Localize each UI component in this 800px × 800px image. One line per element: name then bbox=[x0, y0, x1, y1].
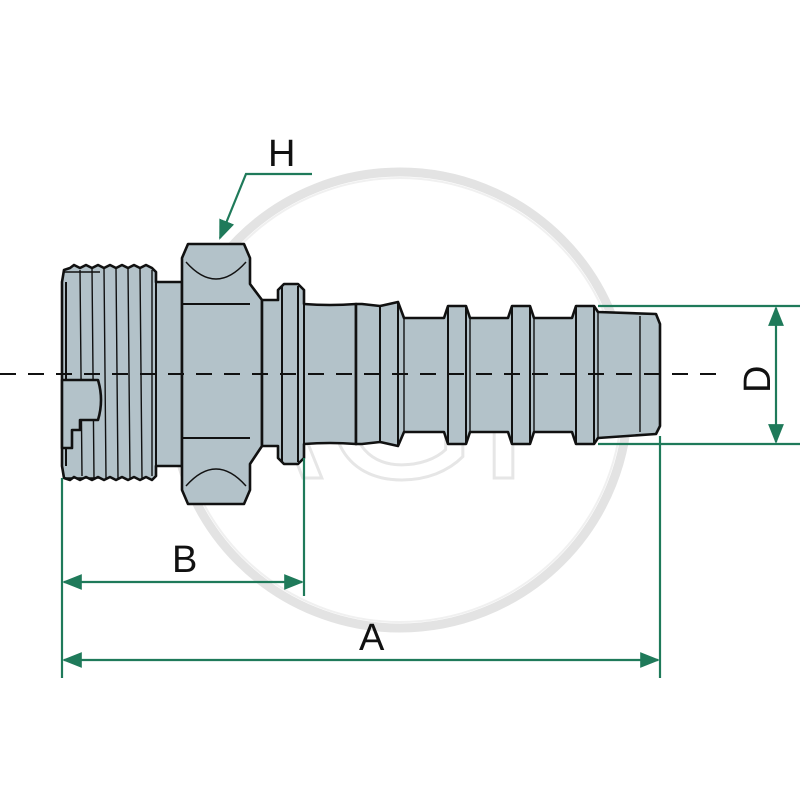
label-d: D bbox=[737, 366, 779, 393]
label-b: B bbox=[172, 539, 197, 581]
label-h: H bbox=[268, 133, 295, 175]
extension-lines bbox=[60, 304, 800, 678]
threaded-end bbox=[60, 263, 184, 482]
hex-nut bbox=[180, 242, 264, 506]
label-a: A bbox=[359, 617, 385, 659]
dimension-d: D bbox=[737, 306, 784, 444]
dimension-a: A bbox=[62, 617, 660, 668]
dimension-b: B bbox=[62, 539, 304, 590]
dimension-h: H bbox=[218, 133, 312, 240]
